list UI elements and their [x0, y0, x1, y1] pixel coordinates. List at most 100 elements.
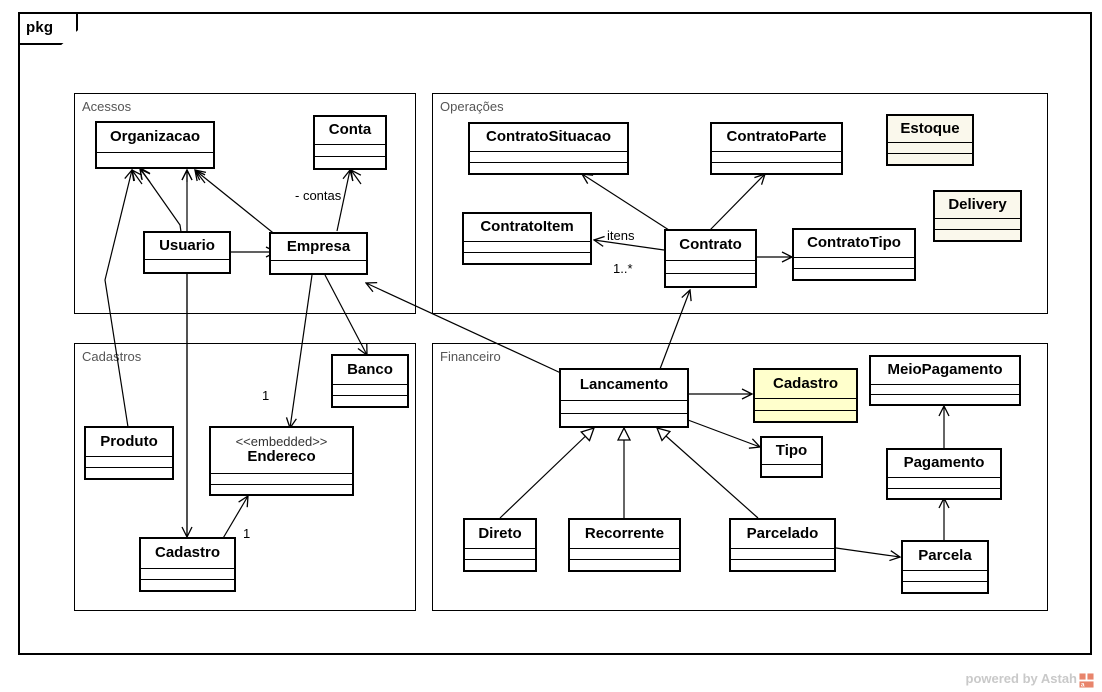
class-recorrente-name: Recorrente	[584, 524, 665, 542]
class-parcela[interactable]: Parcela	[901, 540, 989, 594]
class-direto-name: Direto	[478, 524, 522, 542]
class-pagamento[interactable]: Pagamento	[886, 448, 1002, 500]
class-banco[interactable]: Banco	[331, 354, 409, 408]
class-recorrente-compartment-1	[570, 548, 679, 559]
class-delivery[interactable]: Delivery	[933, 190, 1022, 242]
class-contratotipo[interactable]: ContratoTipo	[792, 228, 916, 281]
class-cadastro-financeiro-compartment-2	[755, 410, 856, 423]
class-contratoparte-compartment-2	[712, 162, 841, 174]
package-operacoes[interactable]: Operações	[432, 93, 1048, 314]
class-meiopagamento-compartment-1	[871, 384, 1019, 394]
class-direto-compartment-2	[465, 559, 535, 572]
edge-label-itens: itens	[607, 228, 635, 243]
class-estoque-name: Estoque	[900, 119, 960, 137]
class-produto-compartment-1	[86, 456, 172, 467]
class-organizacao-compartment-1	[97, 152, 213, 169]
package-operacoes-label: Operações	[440, 99, 504, 114]
class-contrato-compartment-1	[666, 260, 755, 273]
class-produto-compartment-2	[86, 467, 172, 479]
class-usuario-name: Usuario	[159, 236, 215, 254]
edge-label-contas: - contas	[295, 188, 342, 203]
class-cadastro[interactable]: Cadastro	[139, 537, 236, 592]
class-banco-compartment-2	[333, 395, 407, 407]
class-meiopagamento[interactable]: MeioPagamento	[869, 355, 1021, 406]
class-contratoparte[interactable]: ContratoParte	[710, 122, 843, 175]
package-cadastros-label: Cadastros	[82, 349, 142, 364]
class-pagamento-name: Pagamento	[903, 454, 985, 472]
class-contratotipo-compartment-1	[794, 257, 914, 268]
package-acessos[interactable]: Acessos	[74, 93, 416, 314]
class-lancamento[interactable]: Lancamento	[559, 368, 689, 428]
class-pagamento-compartment-2	[888, 488, 1000, 500]
class-tipo[interactable]: Tipo	[760, 436, 823, 478]
astah-logo-icon: a	[1079, 673, 1094, 688]
class-parcela-name: Parcela	[918, 546, 972, 564]
class-delivery-compartment-1	[935, 218, 1020, 229]
class-recorrente[interactable]: Recorrente	[568, 518, 681, 572]
class-meiopagamento-name: MeioPagamento	[887, 361, 1003, 379]
class-cadastro-financeiro-compartment-1	[755, 398, 856, 410]
class-estoque-compartment-2	[888, 153, 972, 165]
class-endereco-label: Endereco	[247, 448, 316, 466]
class-delivery-name: Delivery	[948, 195, 1007, 213]
class-endereco-compartment-1	[211, 473, 352, 484]
class-delivery-compartment-2	[935, 229, 1020, 241]
class-parcelado-name: Parcelado	[746, 524, 819, 542]
package-financeiro-label: Financeiro	[440, 349, 501, 364]
class-cadastro-name: Cadastro	[154, 544, 221, 562]
class-contratoitem-compartment-1	[464, 241, 590, 252]
class-contratositucao[interactable]: ContratoSituacao	[468, 122, 629, 175]
class-contratotipo-compartment-2	[794, 268, 914, 280]
class-contratoparte-compartment-1	[712, 151, 841, 162]
class-conta-compartment-1	[315, 144, 385, 156]
class-direto[interactable]: Direto	[463, 518, 537, 572]
class-direto-compartment-1	[465, 548, 535, 559]
class-contratositucao-compartment-2	[470, 162, 627, 174]
class-parcelado-compartment-1	[731, 548, 834, 559]
class-contratoitem[interactable]: ContratoItem	[462, 212, 592, 265]
class-contrato-name: Contrato	[679, 236, 742, 254]
watermark: powered by Astah a	[965, 671, 1094, 688]
class-endereco[interactable]: <<embedded>> Endereco	[209, 426, 354, 496]
class-parcela-compartment-1	[903, 570, 987, 581]
class-meiopagamento-compartment-2	[871, 394, 1019, 406]
class-contratotipo-name: ContratoTipo	[807, 234, 901, 252]
edge-label-cadastro-endereco-mult: 1	[243, 526, 251, 541]
class-tipo-compartment-1	[762, 464, 821, 478]
class-endereco-stereotype: <<embedded>>	[235, 434, 328, 450]
class-usuario[interactable]: Usuario	[143, 231, 231, 274]
edge-label-mult-itens: 1..*	[613, 261, 633, 276]
class-empresa-name: Empresa	[286, 237, 351, 255]
class-cadastro-compartment-2	[141, 579, 234, 592]
class-usuario-compartment-1	[145, 259, 229, 274]
package-acessos-label: Acessos	[82, 99, 132, 114]
svg-text:a: a	[1081, 681, 1085, 688]
class-conta-name: Conta	[328, 121, 372, 139]
class-lancamento-compartment-2	[561, 413, 687, 426]
class-pagamento-compartment-1	[888, 477, 1000, 488]
class-parcelado[interactable]: Parcelado	[729, 518, 836, 572]
class-contrato-compartment-2	[666, 273, 755, 286]
class-endereco-name: <<embedded>> Endereco	[211, 428, 352, 473]
class-banco-name: Banco	[347, 360, 393, 378]
class-empresa[interactable]: Empresa	[269, 232, 368, 275]
class-organizacao-name: Organizacao	[109, 128, 201, 146]
edge-label-empresa-endereco-mult: 1	[262, 388, 270, 403]
class-estoque[interactable]: Estoque	[886, 114, 974, 166]
class-conta[interactable]: Conta	[313, 115, 387, 170]
class-cadastro-compartment-1	[141, 568, 234, 579]
class-contratositucao-compartment-1	[470, 151, 627, 162]
class-organizacao[interactable]: Organizacao	[95, 121, 215, 169]
package-frame	[18, 12, 1092, 655]
class-cadastro-financeiro[interactable]: Cadastro	[753, 368, 858, 423]
class-produto-name: Produto	[100, 432, 158, 450]
class-banco-compartment-1	[333, 384, 407, 395]
class-empresa-compartment-1	[271, 260, 366, 275]
watermark-text: powered by Astah	[965, 671, 1077, 686]
class-tipo-name: Tipo	[775, 441, 808, 459]
class-cadastro-financeiro-name: Cadastro	[772, 374, 839, 392]
class-parcelado-compartment-2	[731, 559, 834, 572]
class-produto[interactable]: Produto	[84, 426, 174, 480]
class-contrato[interactable]: Contrato	[664, 229, 757, 288]
